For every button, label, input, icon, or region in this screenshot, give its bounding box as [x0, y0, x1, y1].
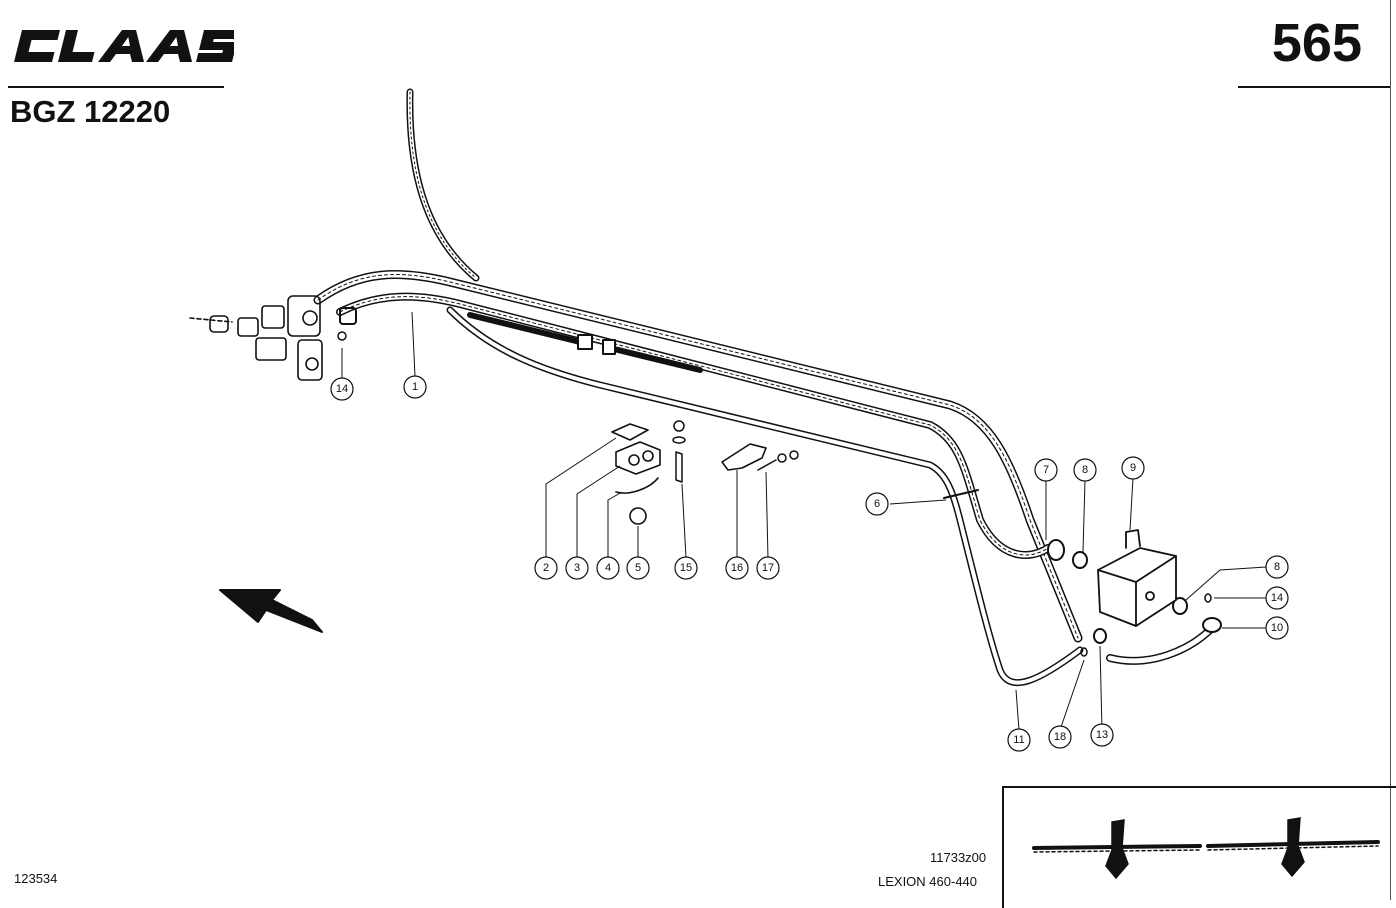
callout-3: 3 [565, 556, 589, 580]
header-rule-right [1238, 86, 1390, 88]
callout-7: 7 [1034, 458, 1058, 482]
callout-label: 9 [1130, 462, 1136, 474]
callout-2: 2 [534, 556, 558, 580]
callout-5: 5 [626, 556, 650, 580]
footer-code: 123534 [14, 871, 58, 886]
callout-14b: 14 [1265, 586, 1289, 610]
hydraulic-pipe-bundle-b [336, 292, 1052, 559]
callout-9: 9 [1121, 456, 1145, 480]
callout-label: 2 [543, 562, 549, 574]
callout-label: 5 [635, 562, 641, 574]
bracket-16 [721, 443, 767, 471]
callout-label: 3 [574, 562, 580, 574]
callout-label: 14 [336, 383, 348, 395]
callout-15: 15 [674, 556, 698, 580]
screw-17 [757, 450, 799, 471]
callout-label: 6 [874, 498, 880, 510]
callout-13: 13 [1090, 723, 1114, 747]
callout-label: 1 [412, 381, 418, 393]
callout-label: 11 [1013, 734, 1024, 746]
callout-label: 7 [1043, 464, 1049, 476]
callout-label: 4 [605, 562, 611, 574]
control-valve-block [189, 295, 357, 381]
page-number: 565 [1271, 13, 1362, 73]
callout-11: 11 [1007, 728, 1031, 752]
callout-14a: 14 [330, 377, 354, 401]
location-inset [1002, 786, 1396, 908]
callout-17: 17 [756, 556, 780, 580]
model-label: LEXION 460-440 [878, 874, 978, 889]
group-code: BGZ 12220 [10, 94, 171, 129]
hydraulic-pipe-bundle-a [313, 270, 1083, 643]
callout-label: 15 [680, 562, 692, 574]
callout-label: 16 [731, 562, 743, 574]
pipe-clamp-parts [611, 423, 661, 525]
callout-10: 10 [1265, 616, 1289, 640]
callout-label: 18 [1054, 731, 1066, 743]
callout-label: 10 [1271, 622, 1283, 634]
hydraulic-pump [1097, 529, 1177, 627]
bolt-15 [672, 420, 686, 483]
callout-label: 17 [762, 562, 774, 574]
callout-8a: 8 [1073, 458, 1097, 482]
callout-8b: 8 [1265, 555, 1289, 579]
callout-label: 8 [1082, 464, 1088, 476]
callout-label: 8 [1274, 561, 1280, 573]
callout-16: 16 [725, 556, 749, 580]
claas-logo [14, 30, 234, 62]
direction-arrow [219, 589, 323, 633]
callout-label: 14 [1271, 592, 1283, 604]
callout-6: 6 [865, 492, 889, 516]
machine-location-sketch [1032, 817, 1380, 880]
callout-1: 1 [403, 375, 427, 399]
frame-edge [1390, 0, 1391, 900]
callout-18: 18 [1048, 725, 1072, 749]
callout-label: 13 [1096, 729, 1108, 741]
drawing-code: 11733z00 [930, 850, 987, 865]
callout-4: 4 [596, 556, 620, 580]
header-rule-left [8, 86, 224, 88]
